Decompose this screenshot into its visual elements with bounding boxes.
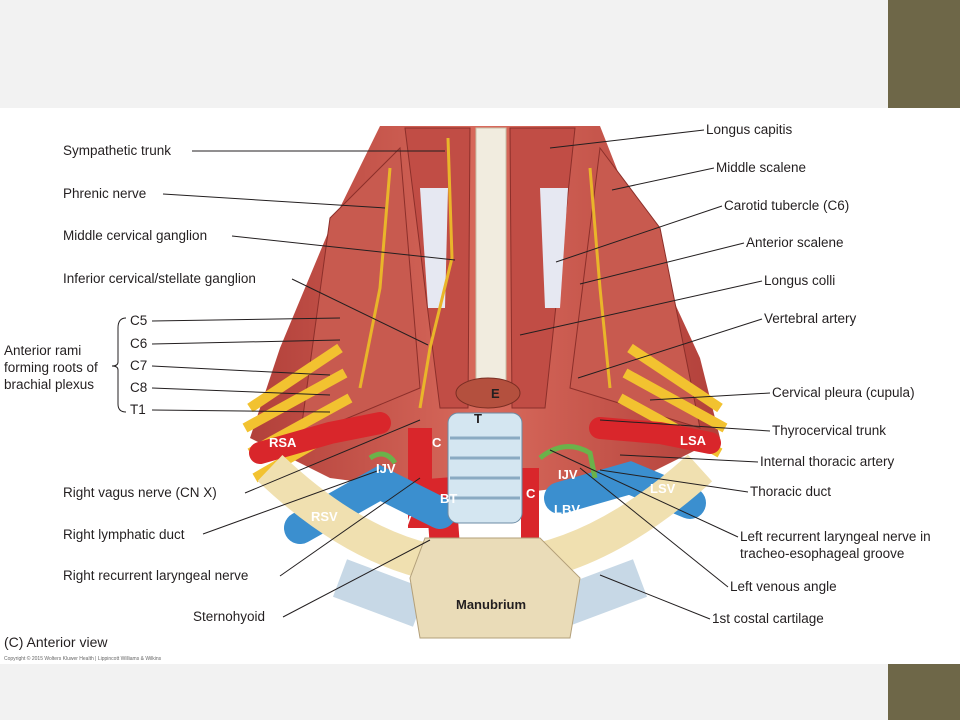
- esophagus: [455, 377, 521, 409]
- plexus-root-c5: [247, 343, 343, 413]
- label-anterior-rami: Anterior rami forming roots of brachial …: [4, 342, 98, 393]
- tag-c-left: C: [526, 486, 536, 501]
- accent-bar-top: [888, 0, 960, 108]
- label-vertebral-artery: Vertebral artery: [764, 311, 857, 326]
- tag-c-right: C: [432, 435, 442, 450]
- label-left-recurrent-laryngeal-1: Left recurrent laryngeal nerve in: [740, 529, 931, 544]
- tag-rbv: RBV: [384, 513, 412, 528]
- label-c6: C6: [130, 336, 148, 351]
- plexus-root-c6: [242, 368, 348, 433]
- plexus-root-left-2: [622, 368, 728, 433]
- label-inferior-cervical-ganglion: Inferior cervical/stellate ganglion: [63, 271, 256, 286]
- manubrium-bone: [409, 537, 581, 639]
- tag-t: T: [474, 411, 482, 426]
- tag-e: E: [491, 386, 500, 401]
- label-c8: C8: [130, 380, 148, 395]
- tag-ijv-left: IJV: [558, 467, 578, 482]
- tag-bt: BT: [440, 491, 458, 506]
- trachea: [447, 412, 523, 524]
- anterior-rami-line-2: forming roots of: [4, 360, 98, 375]
- tag-manubrium: Manubrium: [456, 597, 527, 612]
- label-left-recurrent-laryngeal-2: tracheo-esophageal groove: [740, 546, 905, 561]
- label-cervical-pleura: Cervical pleura (cupula): [772, 385, 915, 400]
- tag-lbv: LBV: [554, 502, 580, 517]
- label-phrenic-nerve: Phrenic nerve: [63, 186, 147, 201]
- label-sternohyoid: Sternohyoid: [193, 609, 266, 624]
- label-longus-colli: Longus colli: [764, 273, 836, 288]
- label-thoracic-duct: Thoracic duct: [750, 484, 832, 499]
- vertebral-column: [475, 127, 507, 399]
- label-middle-cervical-ganglion: Middle cervical ganglion: [63, 228, 208, 243]
- tag-lsv: LSV: [650, 481, 676, 496]
- label-sympathetic-trunk: Sympathetic trunk: [63, 143, 172, 158]
- label-internal-thoracic-artery: Internal thoracic artery: [760, 454, 895, 469]
- label-right-vagus-nerve: Right vagus nerve (CN X): [63, 485, 217, 500]
- tag-ijv-right: IJV: [376, 461, 396, 476]
- label-c5: C5: [130, 313, 148, 328]
- label-longus-capitis: Longus capitis: [706, 122, 793, 137]
- anterior-rami-line-3: brachial plexus: [4, 377, 95, 392]
- tag-rsa: RSA: [269, 435, 297, 450]
- figure-caption: (C) Anterior view: [4, 634, 108, 650]
- label-thyrocervical-trunk: Thyrocervical trunk: [772, 423, 887, 438]
- sympathetic-trunk-nerve: [418, 137, 454, 409]
- costal-cartilage-right: [332, 559, 428, 627]
- label-carotid-tubercle: Carotid tubercle (C6): [724, 198, 850, 213]
- label-first-costal-cartilage: 1st costal cartilage: [712, 611, 824, 626]
- label-left-venous-angle: Left venous angle: [730, 579, 837, 594]
- label-right-recurrent-laryngeal: Right recurrent laryngeal nerve: [63, 568, 249, 583]
- tag-rsv: RSV: [311, 509, 338, 524]
- label-t1: T1: [130, 402, 146, 417]
- copyright-notice: Copyright © 2015 Wolters Kluwer Health |…: [4, 656, 162, 662]
- anterior-rami-line-1: Anterior rami: [4, 343, 82, 358]
- label-right-lymphatic-duct: Right lymphatic duct: [63, 527, 185, 542]
- label-anterior-scalene: Anterior scalene: [746, 235, 844, 250]
- label-c7: C7: [130, 358, 148, 373]
- label-middle-scalene: Middle scalene: [716, 160, 807, 175]
- tag-lsa: LSA: [680, 433, 706, 448]
- accent-bar-bottom: [888, 664, 960, 720]
